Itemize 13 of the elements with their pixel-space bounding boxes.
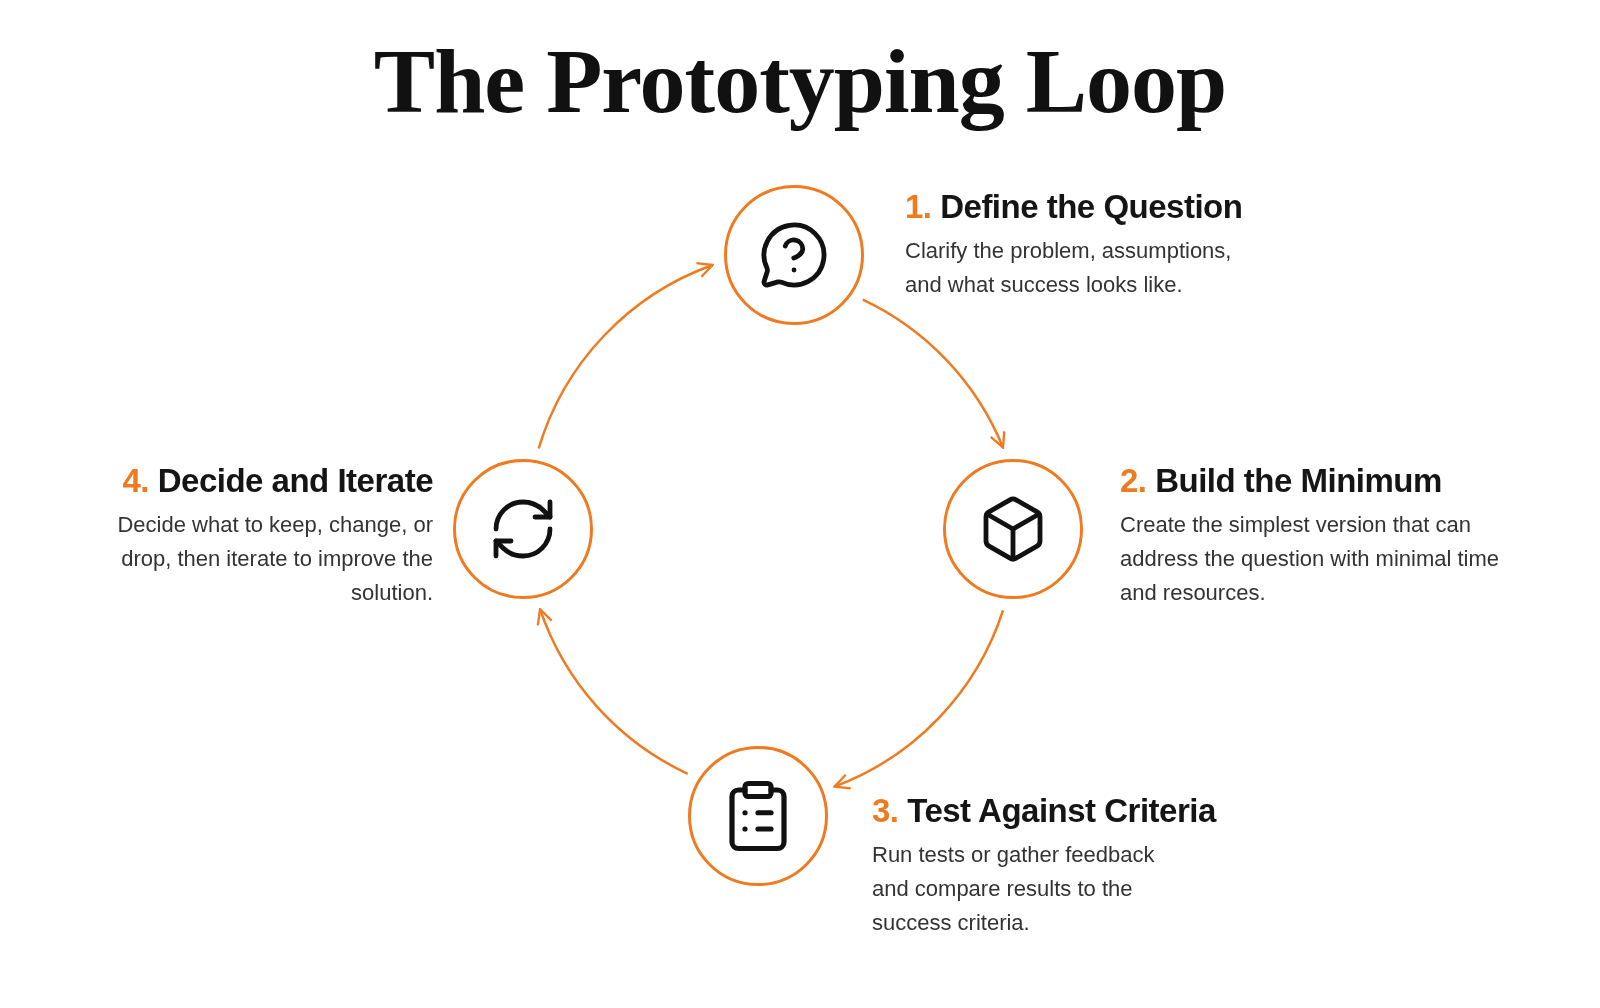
step-description: Decide what to keep, change, or drop, then iterate to improve the solution. [116,511,433,607]
step-heading: 1. Define the Question [905,188,1243,226]
arrow [862,298,1005,449]
step-description: Run tests or gather feedback and compare results to the success criteria. [872,841,1156,937]
arrow [537,608,689,775]
step-description: Create the simplest version that can address the question with minimal time and resources. [1120,511,1501,607]
arrow [537,262,714,449]
step-heading: 2. Build the Minimum [1120,462,1442,500]
step-heading: 3. Test Against Criteria [872,792,1216,830]
step-description: Clarify the problem, assumptions, and what success looks like. [905,237,1233,299]
step-heading: 4. Decide and Iterate [122,462,433,500]
arrow [833,609,1005,789]
title: The Prototyping Loop [373,29,1227,134]
